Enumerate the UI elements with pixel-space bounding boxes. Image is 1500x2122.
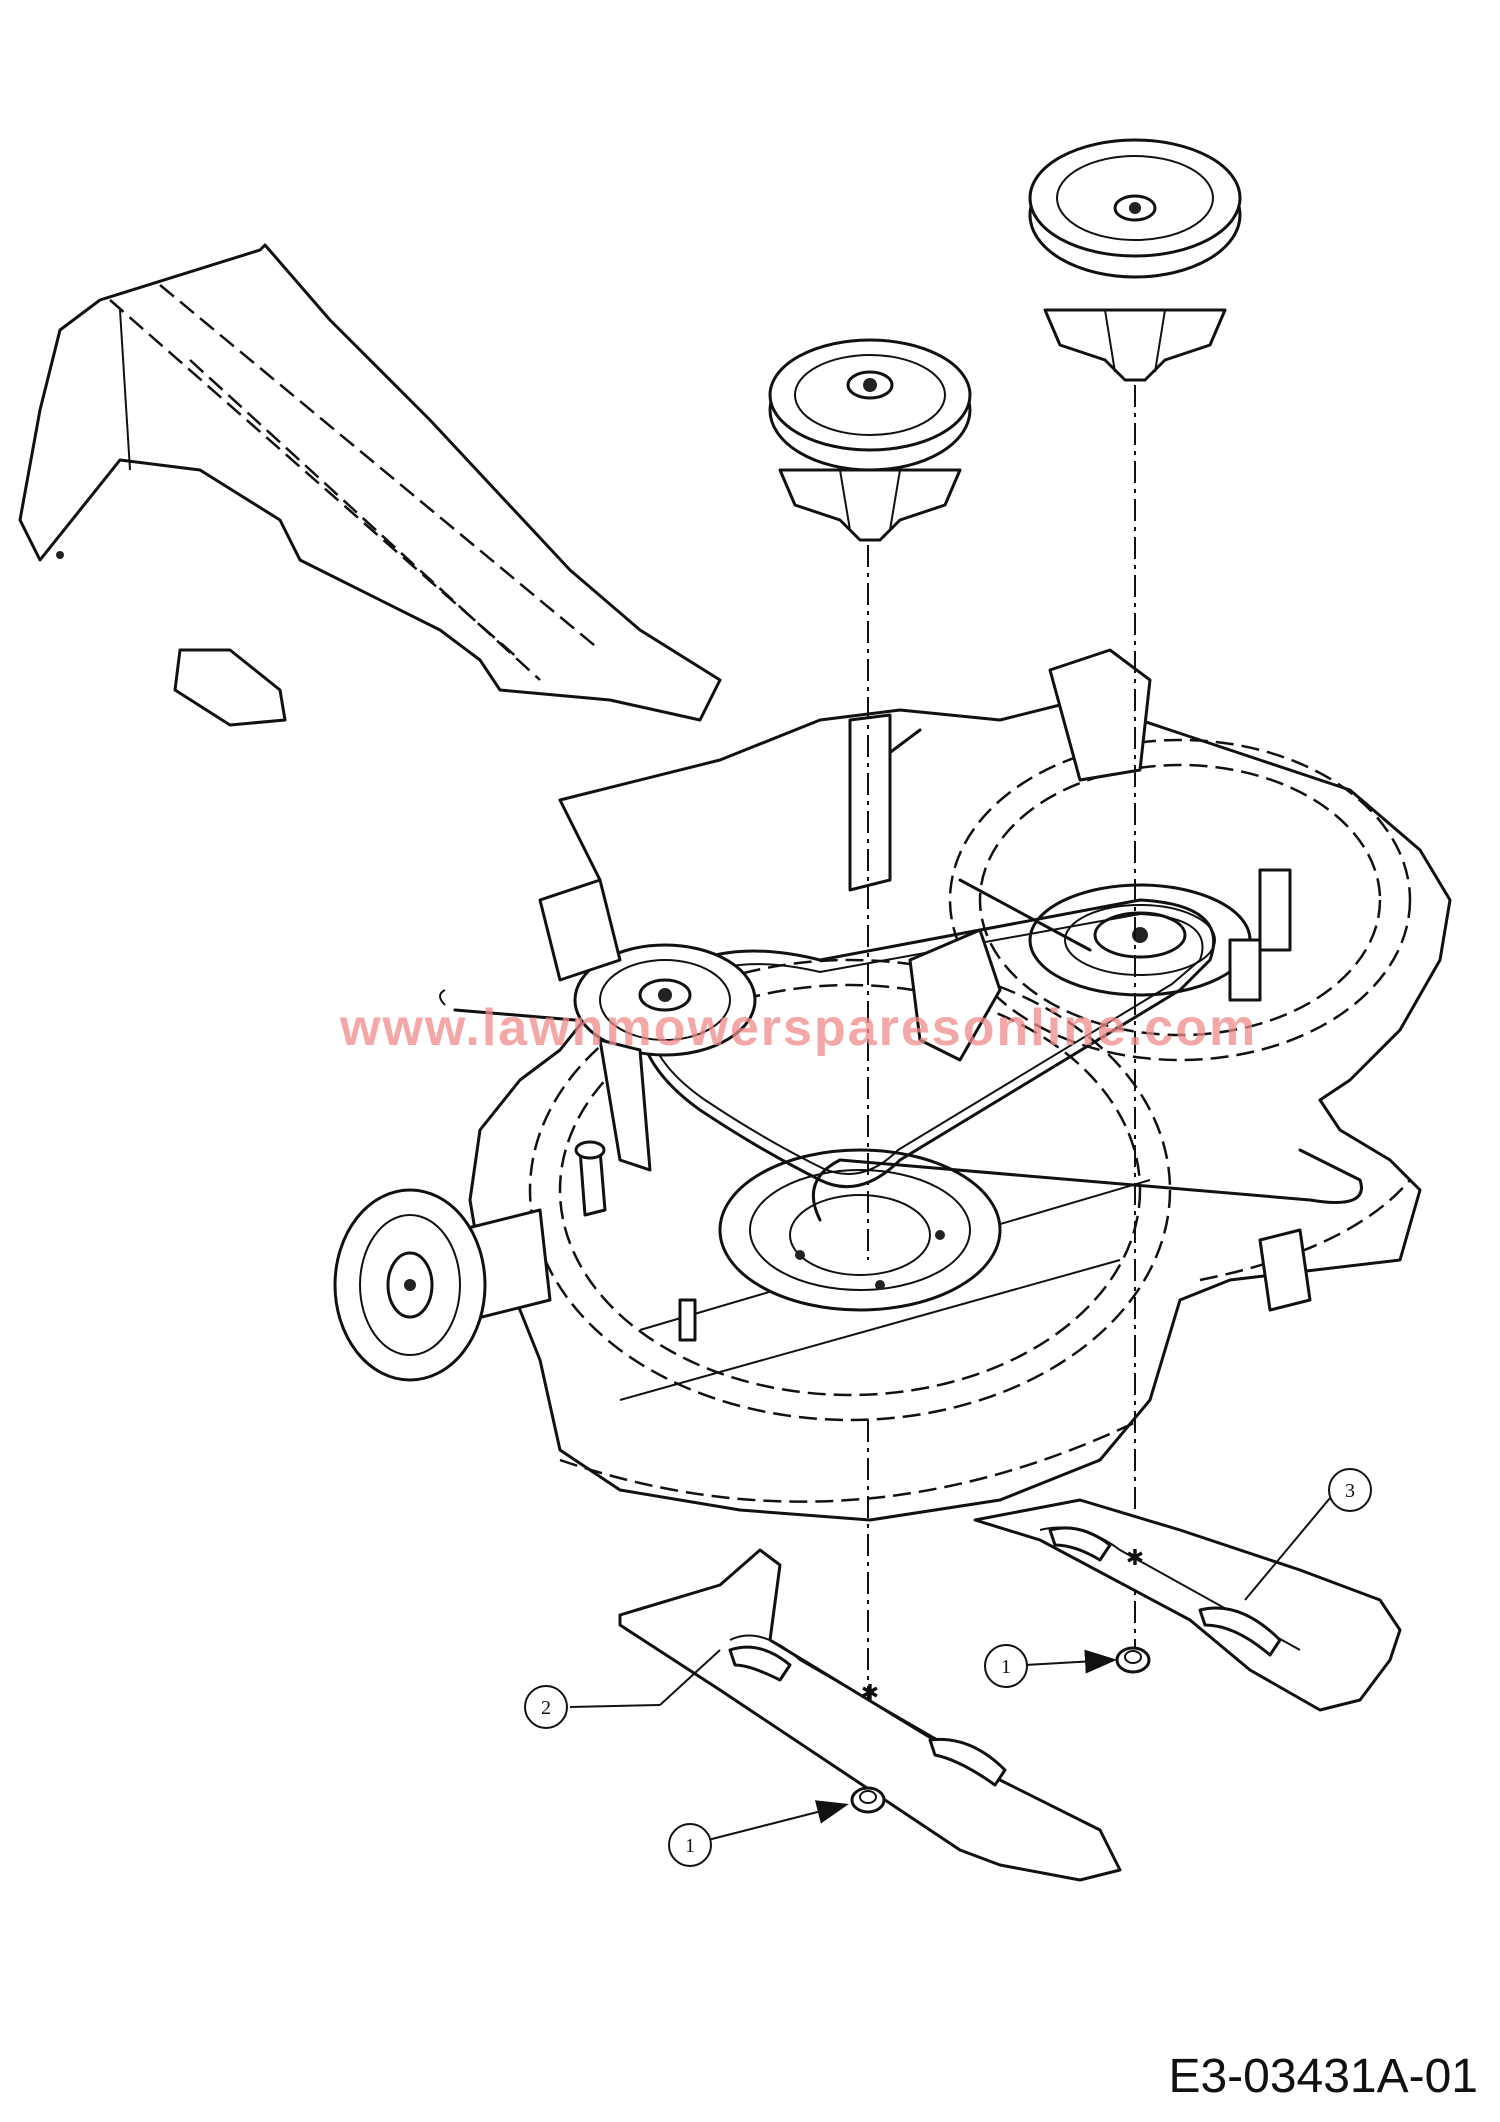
tension-spring-left	[439, 989, 577, 1022]
svg-text:1: 1	[1001, 1656, 1011, 1678]
svg-text:✱: ✱	[861, 1681, 879, 1706]
svg-text:2: 2	[541, 1697, 551, 1719]
tension-spring-right	[958, 878, 1092, 952]
callout-1b: 1	[984, 1644, 1028, 1688]
callout-2: 2	[524, 1685, 568, 1729]
reference-code: E3-03431A-01	[1168, 2050, 1478, 2103]
mower-blade-right: ✱	[973, 1498, 1402, 1712]
svg-text:1: 1	[685, 1835, 695, 1857]
deck-brackets	[538, 648, 1312, 1312]
svg-text:3: 3	[1345, 1480, 1355, 1502]
svg-text:✱: ✱	[1126, 1546, 1144, 1571]
center-spindle-opening	[718, 1148, 1002, 1312]
spindle-pulley-right	[1028, 138, 1242, 382]
blade-nut-center	[850, 1786, 886, 1814]
drive-belt	[637, 898, 1363, 1222]
gauge-wheel	[333, 1140, 697, 1382]
discharge-chute	[18, 243, 722, 727]
mower-blade-left: ✱	[618, 1548, 1122, 1882]
spindle-pulley-center	[768, 338, 972, 542]
callout-leaders	[569, 1491, 1336, 1842]
callout-1a: 1	[668, 1823, 712, 1867]
watermark: www.lawnmowersparesonline.com	[339, 999, 1257, 1057]
callout-3: 3	[1328, 1468, 1372, 1512]
idler-pulley	[573, 943, 757, 1172]
blade-nut-right	[1115, 1646, 1151, 1674]
